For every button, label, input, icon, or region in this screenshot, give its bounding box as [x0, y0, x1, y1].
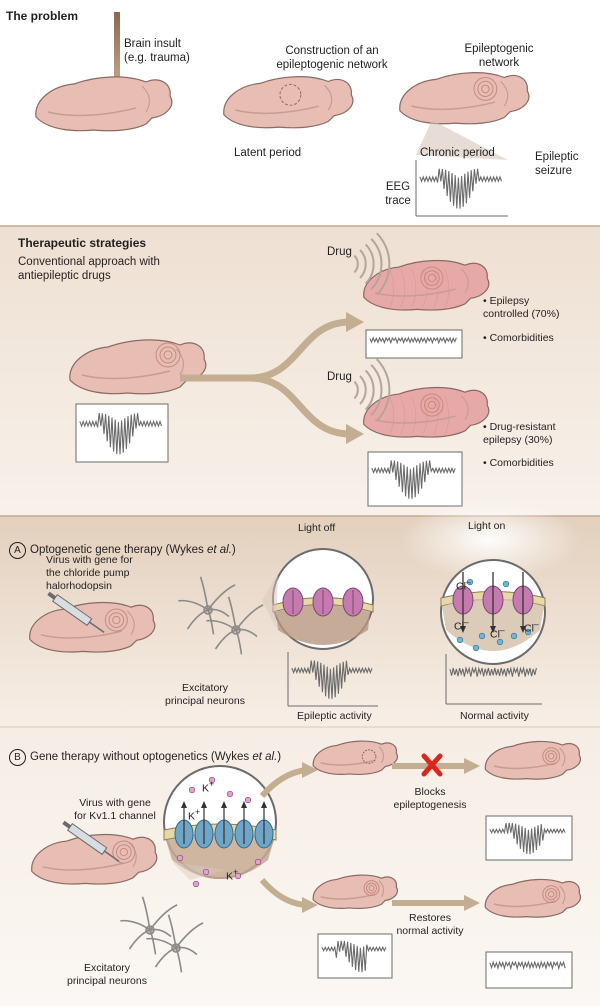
- panel-a-letter: A: [9, 542, 26, 559]
- brain-b-top-left: [312, 740, 398, 776]
- comorbidities-label-1: • Comorbidities: [483, 332, 554, 344]
- k-label-2: K+: [188, 807, 201, 823]
- brain-conventional: [69, 339, 207, 395]
- network-label: Epileptogenic network: [464, 43, 534, 69]
- cl-label-2: Cl–: [454, 617, 469, 633]
- seizure-label: Epileptic seizure: [535, 151, 579, 177]
- drug-label-1: Drug: [327, 246, 352, 258]
- brain-insult: [35, 76, 173, 132]
- therapy-title: Therapeutic strategies: [18, 236, 147, 250]
- light-off-label: Light off: [298, 522, 336, 534]
- latent-label: Latent period: [234, 147, 302, 159]
- brain-b-bottom-right: [484, 878, 581, 918]
- excitatory-label-b: Excitatory principal neurons: [67, 962, 147, 987]
- cl-label-1: Cl–: [456, 577, 471, 593]
- controlled-label: • Epilepsy controlled (70%): [483, 295, 560, 320]
- eeg-controlled: [365, 329, 463, 359]
- chronic-label: Chronic period: [420, 147, 495, 159]
- construction-label: Construction of an epileptogenic network: [276, 45, 388, 71]
- light-on-label: Light on: [468, 520, 506, 532]
- syringe-icon-b: [62, 820, 120, 863]
- brain-b-bottom-left: [312, 874, 398, 910]
- projection-cone: [416, 120, 508, 160]
- blocks-label: Blocks epileptogenesis: [393, 786, 467, 811]
- cl-label-4: Cl–: [524, 619, 539, 635]
- eeg-b-bottom: [317, 933, 393, 979]
- k-label-3: K+: [226, 867, 239, 883]
- insult-probe: [114, 12, 120, 90]
- arrow-resistant: [249, 374, 351, 438]
- eeg-epileptic: [287, 652, 378, 707]
- drug-label-2: Drug: [327, 371, 352, 383]
- brain-network: [399, 72, 530, 125]
- syringe-icon-a: [47, 591, 105, 634]
- excitatory-label-a: Excitatory principal neurons: [165, 682, 245, 707]
- normal-activity-label: Normal activity: [460, 710, 529, 722]
- restores-label: Restores normal activity: [396, 912, 464, 937]
- brain-b-top-right: [484, 740, 581, 780]
- cl-label-3: Cl–: [490, 625, 505, 641]
- eeg-label: EEG trace: [385, 181, 411, 207]
- eeg-b-normal: [485, 951, 573, 989]
- panel-b-letter: B: [9, 749, 26, 766]
- brain-drug-resistant: [363, 386, 490, 438]
- eeg-chronic: [415, 160, 508, 217]
- resistant-label: • Drug-resistant epilepsy (30%): [483, 421, 556, 446]
- conventional-label: Conventional approach with antiepileptic…: [18, 256, 160, 282]
- brain-drug-controlled: [363, 259, 490, 311]
- brain-latent: [223, 76, 354, 129]
- eeg-b-top: [485, 815, 573, 861]
- red-x-icon: [421, 753, 443, 777]
- eeg-conventional: [75, 403, 169, 463]
- virus-label-b: Virus with gene for Kv1.1 channel: [74, 797, 156, 822]
- insult-label: Brain insult (e.g. trauma): [124, 38, 190, 64]
- virus-label-a: Virus with gene for the chloride pump ha…: [46, 554, 133, 592]
- brain-b-main: [31, 833, 158, 885]
- epileptic-activity-label: Epileptic activity: [297, 710, 372, 722]
- eeg-normal: [445, 654, 542, 705]
- eeg-resistant: [367, 451, 463, 507]
- problem-title: The problem: [6, 9, 79, 23]
- k-label-1: K+: [202, 779, 215, 795]
- comorbidities-label-2: • Comorbidities: [483, 457, 554, 469]
